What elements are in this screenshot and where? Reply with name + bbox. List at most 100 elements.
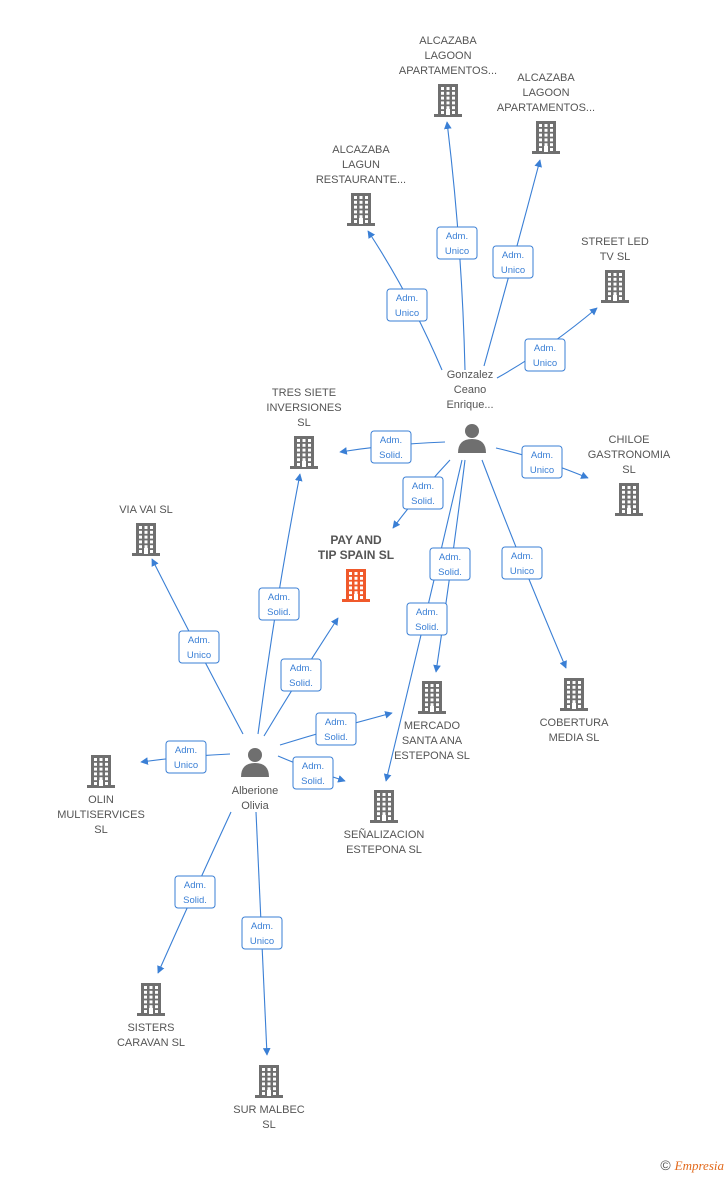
person-icon — [458, 424, 486, 453]
relation-label[interactable]: Adm. Unico — [241, 916, 283, 950]
relation-label-text: Adm. — [290, 663, 312, 674]
relation-label[interactable]: Adm.Unico — [386, 288, 428, 322]
node-alcazaba-lagun[interactable]: ALCAZABA LAGUN RESTAURANTE... — [316, 144, 406, 226]
relation-label-box — [501, 546, 543, 580]
node-label-line: ALCAZABA — [419, 35, 477, 47]
building-icon — [347, 193, 375, 226]
node-label-line: LAGUN — [342, 159, 380, 171]
relation-label-box — [436, 226, 478, 260]
node-label-line: Enrique... — [446, 399, 493, 411]
relation-label-text: Adm. — [184, 880, 206, 891]
relation-label[interactable]: Adm.Solid. — [315, 712, 357, 746]
relation-label-box — [402, 476, 444, 510]
relation-label-text: Solid. — [267, 607, 291, 618]
node-sisters[interactable]: SISTERS CARAVAN SL — [117, 983, 185, 1049]
relation-label[interactable]: Adm.Unico — [165, 740, 207, 774]
node-sur-malbec[interactable]: SUR MALBEC SL — [233, 1065, 305, 1131]
relation-label-text: Unico — [510, 566, 534, 577]
relation-label-box — [178, 630, 220, 664]
node-label-line: SUR MALBEC — [233, 1104, 305, 1116]
node-label-line: SL — [262, 1119, 275, 1131]
relation-label[interactable]: Adm.Unico — [492, 245, 534, 279]
relation-label[interactable]: Adm. Unico — [436, 226, 478, 260]
relation-label[interactable]: Adm.Solid. — [292, 756, 334, 790]
relation-label-text: Adm. — [416, 607, 438, 618]
node-label-line: OLIN — [88, 794, 114, 806]
building-icon — [87, 755, 115, 788]
relation-label-box — [406, 602, 448, 636]
node-label-line: ALCAZABA — [517, 72, 575, 84]
node-label-line: SISTERS — [127, 1022, 174, 1034]
relation-label-text: Adm. — [502, 250, 524, 261]
node-label-line: RESTAURANTE... — [316, 174, 406, 186]
relation-label-text: Unico — [533, 358, 557, 369]
node-label-line: SEÑALIZACION — [344, 828, 425, 841]
copyright-symbol: © — [660, 1157, 671, 1173]
relation-label-box — [386, 288, 428, 322]
relation-label-text: Adm. — [534, 343, 556, 354]
node-label-line: SANTA ANA — [402, 735, 463, 747]
building-icon — [601, 270, 629, 303]
building-icon — [290, 436, 318, 469]
relation-label-text: Solid. — [301, 776, 325, 787]
brand-logo[interactable]: Empresia — [674, 1158, 724, 1173]
relation-label[interactable]: Adm.Solid. — [402, 476, 444, 510]
relation-label[interactable]: Adm. Solid. — [429, 547, 471, 581]
node-label-line: CARAVAN SL — [117, 1037, 185, 1049]
node-label-line: ESTEPONA SL — [394, 750, 470, 762]
node-label-line: Gonzalez — [447, 369, 493, 381]
relation-label[interactable]: Adm.Solid. — [370, 430, 412, 464]
building-icon — [418, 681, 446, 714]
relation-label[interactable]: Adm. Solid. — [258, 587, 300, 621]
relation-label-text: Adm. — [268, 592, 290, 603]
relation-label-text: Solid. — [411, 496, 435, 507]
node-alcazaba-lagoon-1[interactable]: ALCAZABALAGOONAPARTAMENTOS... — [399, 35, 497, 117]
node-label-line: ALCAZABA — [332, 144, 390, 156]
relation-label[interactable]: Adm. Unico — [524, 338, 566, 372]
relation-label-text: Solid. — [438, 567, 462, 578]
relation-label[interactable]: Adm. Solid. — [406, 602, 448, 636]
relation-label-text: Unico — [530, 465, 554, 476]
node-label-line: PAY AND — [330, 533, 382, 547]
relation-label-box — [165, 740, 207, 774]
relation-label-text: Unico — [250, 936, 274, 947]
node-label-line: APARTAMENTOS... — [399, 65, 497, 77]
node-via-vai[interactable]: VIA VAI SL — [119, 504, 173, 556]
building-icon — [615, 483, 643, 516]
relation-label[interactable]: Adm.Solid. — [280, 658, 322, 692]
relation-label[interactable]: Adm.Unico — [178, 630, 220, 664]
node-alcazaba-lagoon-2[interactable]: ALCAZABALAGOONAPARTAMENTOS... — [497, 72, 595, 154]
node-label-line: SL — [94, 824, 107, 836]
building-icon — [370, 790, 398, 823]
relation-label[interactable]: Adm. Solid. — [174, 875, 216, 909]
relation-label-text: Adm. — [446, 231, 468, 242]
relation-label[interactable]: Adm. Unico — [501, 546, 543, 580]
relation-label-box — [370, 430, 412, 464]
relation-label-text: Solid. — [183, 895, 207, 906]
building-icon — [532, 121, 560, 154]
building-icon — [132, 523, 160, 556]
relation-label-box — [429, 547, 471, 581]
relation-label-text: Adm. — [511, 551, 533, 562]
building-icon — [342, 569, 370, 602]
relation-label[interactable]: Adm.Unico — [521, 445, 563, 479]
relation-label-text: Solid. — [415, 622, 439, 633]
relation-label-box — [521, 445, 563, 479]
relation-label-text: Unico — [445, 246, 469, 257]
node-gonzalez[interactable]: GonzalezCeanoEnrique... — [446, 369, 494, 453]
relation-label-text: Adm. — [251, 921, 273, 932]
node-label-line: COBERTURA — [540, 717, 610, 729]
relation-label-text: Adm. — [439, 552, 461, 563]
building-icon — [560, 678, 588, 711]
person-icon — [241, 748, 269, 777]
relation-label-box — [315, 712, 357, 746]
